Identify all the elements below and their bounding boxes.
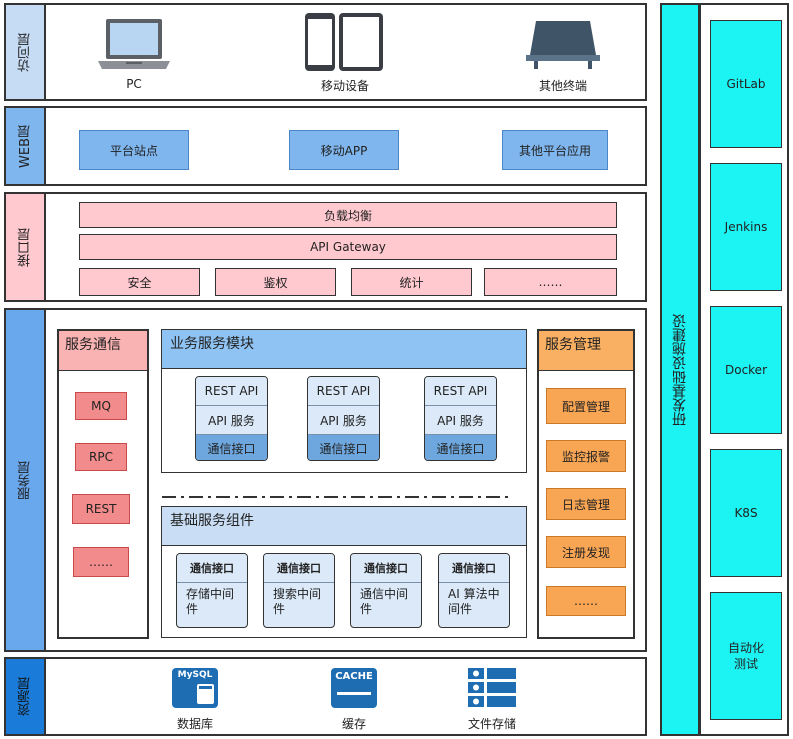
cache-badge: CACHE [335, 671, 373, 682]
dash-dot-separator [162, 488, 512, 498]
interface-layer: 接口层 负载均衡 API Gateway 安全 鉴权 统计 …… [4, 192, 647, 302]
mysql-badge: MySQL [177, 670, 213, 680]
mgmt-item-config[interactable]: 配置管理 [546, 388, 626, 424]
business-module-area: REST API API 服务 通信接口 REST API API 服务 通信接… [161, 369, 527, 473]
interface-layer-label: 接口层 [6, 194, 46, 300]
file-storage-icon [468, 668, 516, 708]
web-item-mobile-app[interactable]: 移动APP [289, 130, 399, 170]
resource-layer-label: 资源层 [6, 659, 46, 734]
comm-interface-label[interactable]: 通信接口 [425, 434, 496, 460]
resource-layer: 资源层 MySQL 数据库 CACHE 缓存 文件存储 [4, 657, 647, 736]
mysql-database-icon [172, 668, 218, 708]
business-module-1: REST API API 服务 通信接口 [195, 376, 268, 461]
basic-component-header: 通信接口 [439, 554, 509, 583]
resource-layer-title: 资源层 [17, 677, 33, 716]
web-item-other-apps[interactable]: 其他平台应用 [502, 130, 608, 170]
basic-component-messaging[interactable]: 通信接口 通信中间件 [350, 553, 422, 628]
infrastructure-title: 研发基础设施建设 [672, 313, 688, 426]
basic-component-ai[interactable]: 通信接口 AI 算法中间件 [438, 553, 510, 628]
mgmt-item-logs[interactable]: 日志管理 [546, 488, 626, 520]
file-storage-label: 文件存储 [467, 717, 516, 731]
comm-item-mq[interactable]: MQ [75, 392, 127, 420]
service-management-panel: 服务管理 配置管理 监控报警 日志管理 注册发现 …… [537, 329, 635, 639]
api-service-label[interactable]: API 服务 [308, 405, 379, 434]
rest-api-label[interactable]: REST API [425, 377, 496, 405]
service-layer-label: 服务层 [6, 310, 46, 650]
basic-component-body: AI 算法中间件 [448, 587, 500, 616]
infra-item-gitlab[interactable]: GitLab [710, 20, 782, 148]
basic-component-body: 存储中间件 [186, 587, 235, 616]
service-layer-title: 服务层 [17, 460, 33, 500]
access-layer-title: 访问层 [17, 32, 33, 72]
mobile-devices-icon [303, 11, 387, 73]
basic-component-area: 通信接口 存储中间件 通信接口 搜索中间件 通信接口 通信中间件 通信接口 AI… [161, 546, 527, 638]
load-balancer[interactable]: 负载均衡 [79, 202, 617, 228]
basic-component-body: 通信中间件 [360, 587, 409, 616]
cache-icon [331, 668, 377, 708]
comm-interface-label[interactable]: 通信接口 [308, 434, 379, 460]
interface-item-security[interactable]: 安全 [79, 268, 200, 296]
mobile-devices-label: 移动设备 [320, 79, 369, 93]
infra-item-jenkins[interactable]: Jenkins [710, 163, 782, 291]
infra-item-docker[interactable]: Docker [710, 306, 782, 434]
web-layer: WEB层 平台站点 移动APP 其他平台应用 [4, 106, 647, 186]
pc-label: PC [126, 77, 142, 91]
infra-item-k8s[interactable]: K8S [710, 449, 782, 577]
basic-component-title: 基础服务组件 [161, 506, 527, 546]
access-layer: 访问层 PC 移动设备 其他终端 [4, 3, 647, 101]
mgmt-item-monitor[interactable]: 监控报警 [546, 440, 626, 472]
interface-layer-title: 接口层 [17, 227, 33, 267]
api-gateway[interactable]: API Gateway [79, 234, 617, 260]
business-module-title: 业务服务模块 [161, 329, 527, 369]
service-communication-title: 服务通信 [59, 331, 147, 371]
basic-component-header: 通信接口 [177, 554, 247, 583]
web-layer-title: WEB层 [17, 124, 33, 168]
api-service-label[interactable]: API 服务 [196, 405, 267, 434]
mgmt-item-more[interactable]: …… [546, 586, 626, 616]
infrastructure-label-bar: 研发基础设施建设 [660, 3, 700, 736]
interface-item-stats[interactable]: 统计 [351, 268, 472, 296]
rest-api-label[interactable]: REST API [308, 377, 379, 405]
database-label: 数据库 [176, 717, 213, 731]
basic-component-storage[interactable]: 通信接口 存储中间件 [176, 553, 248, 628]
service-layer: 服务层 服务通信 MQ RPC REST …… 业务服务模块 REST API … [4, 308, 647, 652]
service-communication-panel: 服务通信 MQ RPC REST …… [57, 329, 149, 639]
mgmt-item-discovery[interactable]: 注册发现 [546, 536, 626, 568]
interface-item-more[interactable]: …… [484, 268, 617, 296]
web-item-platform-site[interactable]: 平台站点 [79, 130, 189, 170]
basic-component-header: 通信接口 [351, 554, 421, 583]
comm-interface-label[interactable]: 通信接口 [196, 434, 267, 460]
interface-item-auth[interactable]: 鉴权 [215, 268, 336, 296]
api-service-label[interactable]: API 服务 [425, 405, 496, 434]
cache-label: 缓存 [341, 717, 366, 731]
comm-item-more[interactable]: …… [73, 547, 129, 577]
laptop-icon [96, 17, 172, 71]
business-module-2: REST API API 服务 通信接口 [307, 376, 380, 461]
comm-item-rest[interactable]: REST [72, 494, 130, 524]
web-layer-label: WEB层 [6, 108, 46, 184]
comm-item-rpc[interactable]: RPC [75, 443, 127, 471]
basic-component-header: 通信接口 [264, 554, 334, 583]
infrastructure-panel: GitLab Jenkins Docker K8S 自动化测试 [699, 3, 789, 736]
terminal-icon [524, 19, 602, 71]
infra-item-auto-test[interactable]: 自动化测试 [710, 592, 782, 720]
terminal-label: 其他终端 [538, 79, 587, 93]
business-module-3: REST API API 服务 通信接口 [424, 376, 497, 461]
service-management-title: 服务管理 [539, 331, 633, 371]
basic-component-search[interactable]: 通信接口 搜索中间件 [263, 553, 335, 628]
access-layer-label: 访问层 [6, 5, 46, 99]
basic-component-body: 搜索中间件 [273, 587, 322, 616]
rest-api-label[interactable]: REST API [196, 377, 267, 405]
